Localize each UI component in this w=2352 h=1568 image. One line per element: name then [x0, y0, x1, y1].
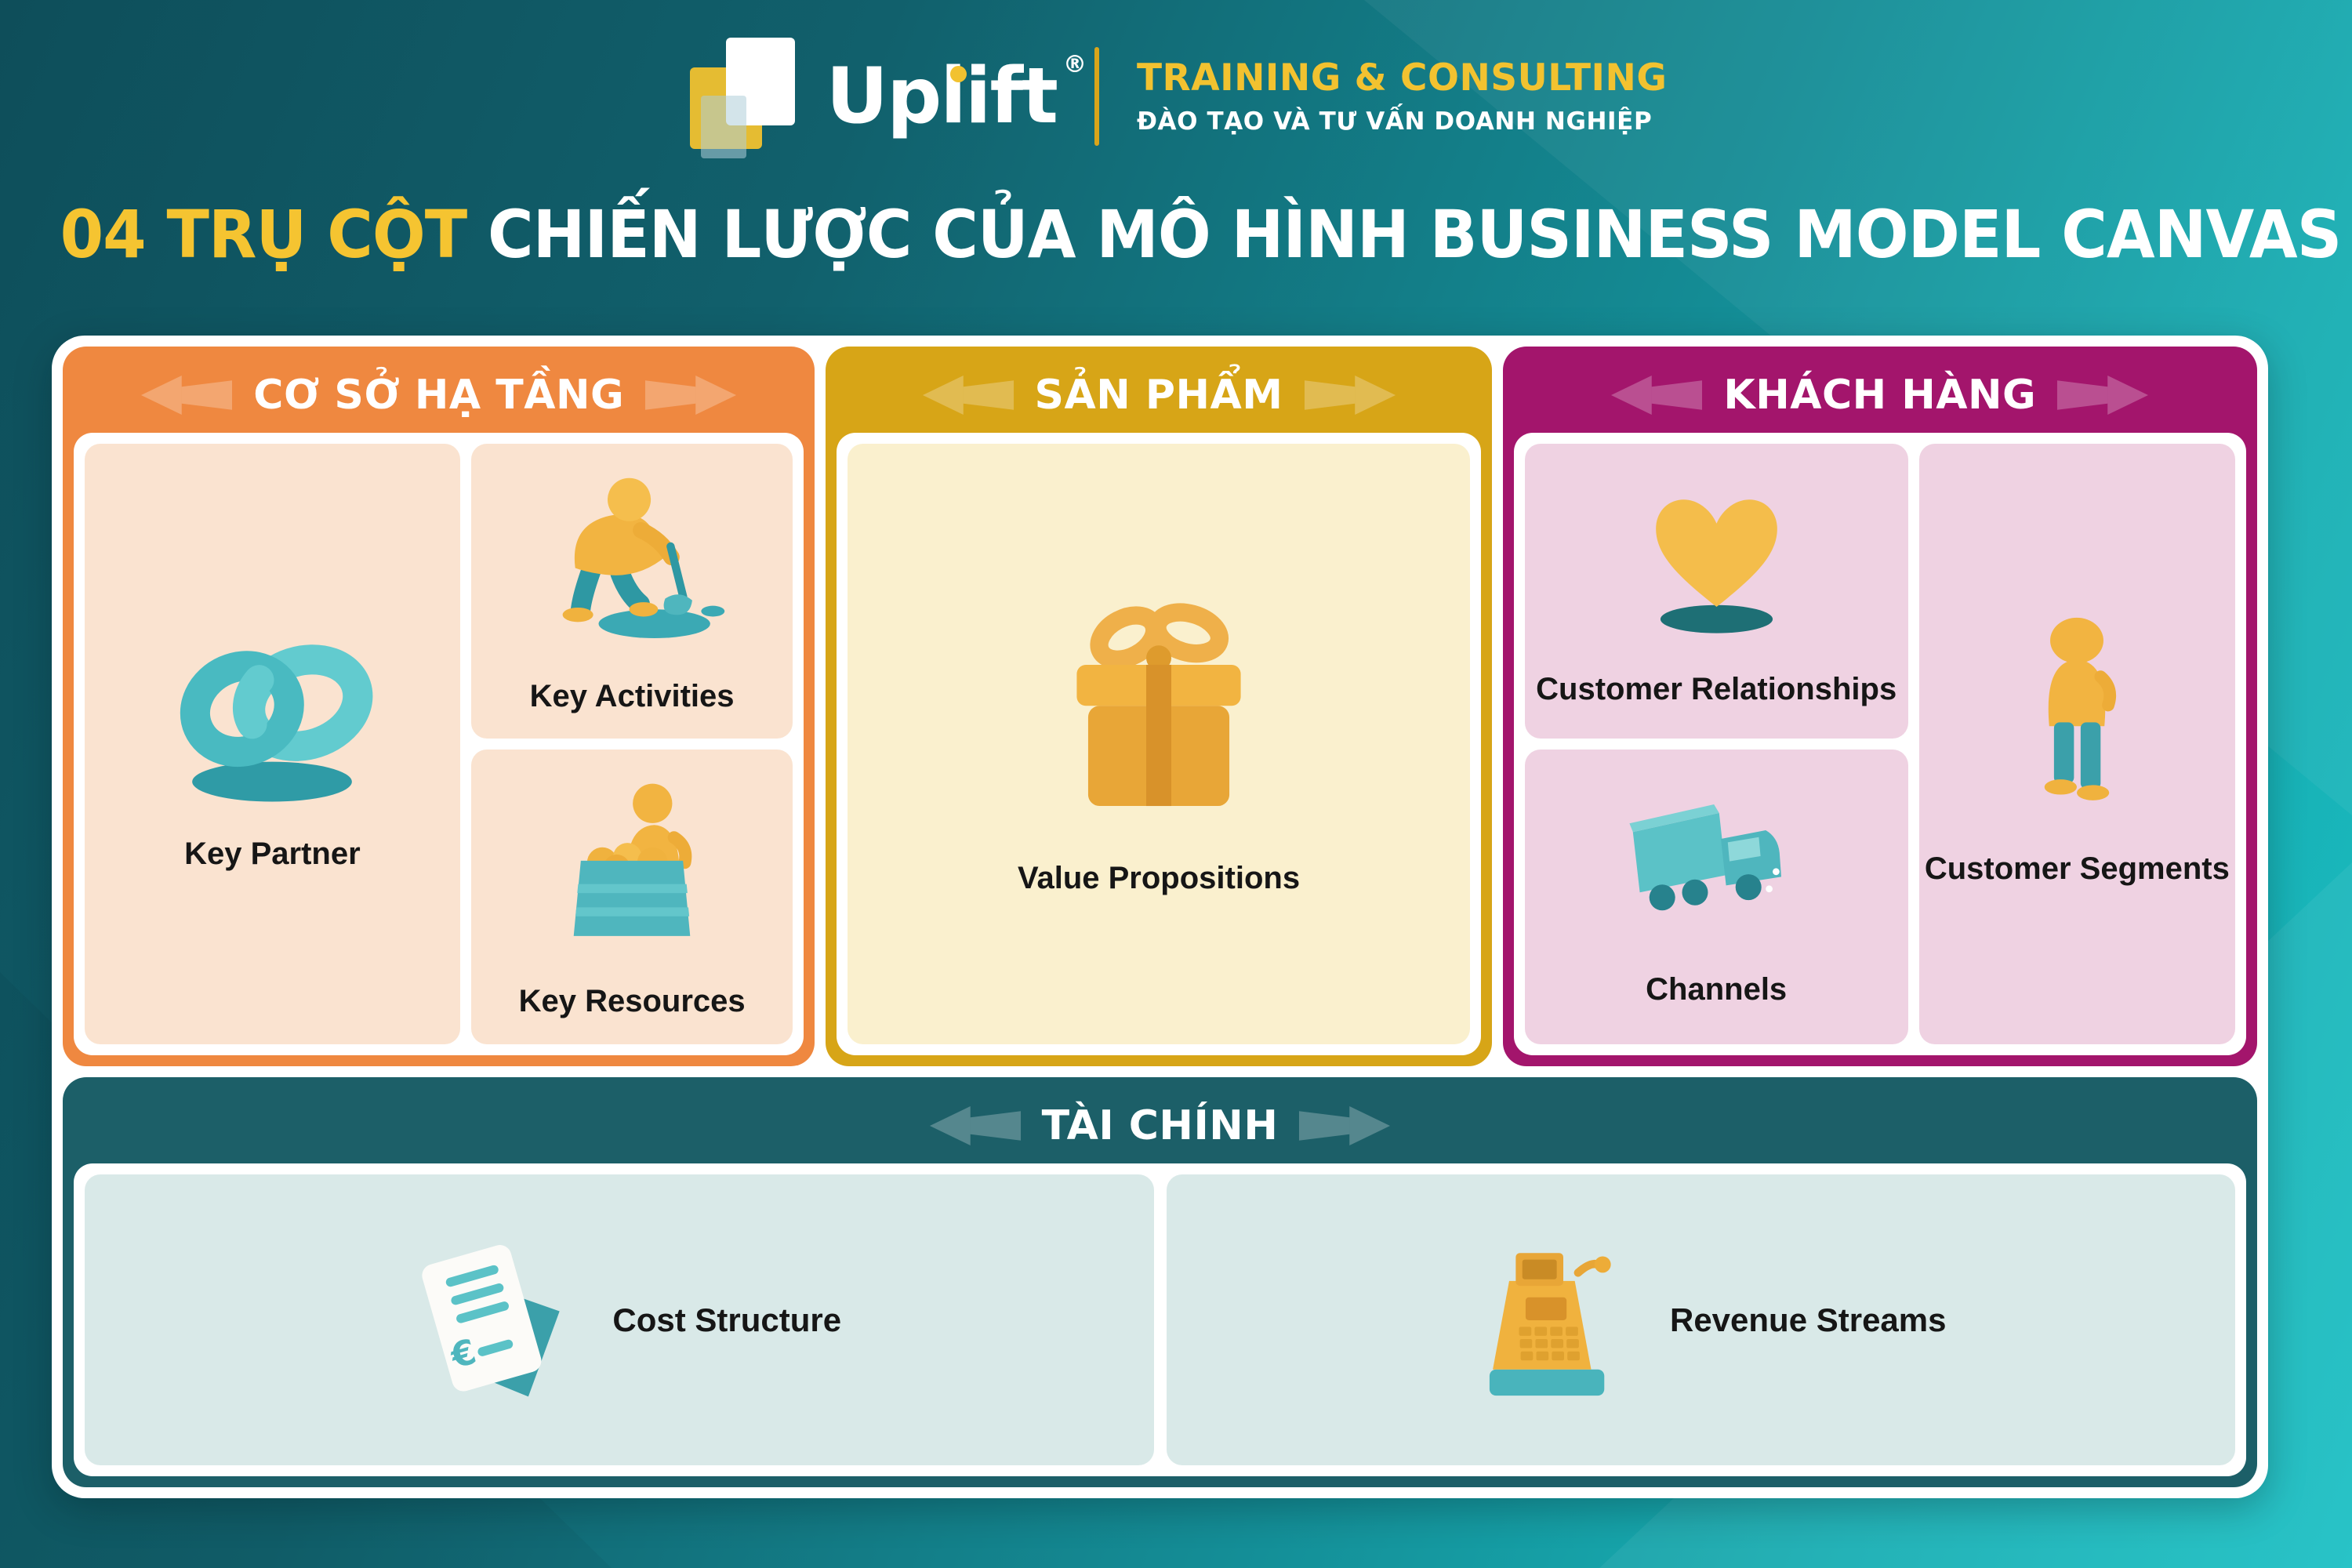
- brand-name: Uplift: [826, 51, 1058, 141]
- board-top-row: CƠ SỞ HẠ TẦNG Key Partner: [63, 347, 2258, 1066]
- panel-infrastructure-header: CƠ SỞ HẠ TẦNG: [74, 358, 804, 433]
- page-title: 04 TRỤ CỘT CHIẾN LƯỢC CỦA MÔ HÌNH BUSINE…: [0, 196, 2352, 273]
- brand-header: Uplift ® TRAINING & CONSULTING ĐÀO TẠO V…: [0, 31, 2352, 161]
- gift-box-icon: [1076, 603, 1241, 807]
- panel-product: SẢN PHẨM: [826, 347, 1492, 1066]
- cash-register-icon: [1489, 1252, 1611, 1396]
- header-arrow-right-icon: [1299, 1106, 1391, 1145]
- brand-tagline-vi: ĐÀO TẠO VÀ TƯ VẤN DOANH NGHIỆP: [1136, 107, 1653, 136]
- card-customer-segments-label: Customer Segments: [1924, 851, 2230, 886]
- card-channels: Channels: [1524, 750, 1908, 1044]
- card-key-resources-label: Key Resources: [518, 984, 746, 1018]
- panel-customer: KHÁCH HÀNG Customer Relationships: [1502, 347, 2258, 1066]
- title-rest: CHIẾN LƯỢC CỦA MÔ HÌNH BUSINESS MODEL CA…: [488, 196, 2342, 273]
- card-revenue-streams-label: Revenue Streams: [1669, 1301, 1947, 1338]
- person-digging-icon: [562, 477, 725, 638]
- person-crate-icon: [573, 783, 692, 936]
- header-arrow-right-icon: [2057, 376, 2149, 415]
- uplift-logo-icon: [685, 31, 803, 161]
- panel-finance: TÀI CHÍNH €: [63, 1077, 2257, 1487]
- card-key-partner: Key Partner: [85, 444, 460, 1044]
- card-customer-segments: Customer Segments: [1918, 444, 2236, 1044]
- panel-customer-header: KHÁCH HÀNG: [1514, 358, 2246, 433]
- header-arrow-left-icon: [1611, 376, 1703, 415]
- card-key-resources: Key Resources: [470, 750, 793, 1044]
- panel-product-label: SẢN PHẨM: [1034, 372, 1283, 419]
- panel-infrastructure-body: Key Partner: [74, 433, 804, 1055]
- panel-customer-body: Customer Relationships: [1513, 433, 2247, 1055]
- card-value-propositions: Value Propositions: [848, 444, 1470, 1044]
- person-standing-icon: [2045, 617, 2117, 800]
- header-arrow-right-icon: [1304, 376, 1396, 415]
- panel-infrastructure: CƠ SỞ HẠ TẦNG Key Partner: [63, 347, 815, 1066]
- registered-mark: ®: [1062, 50, 1087, 78]
- card-key-partner-label: Key Partner: [184, 836, 361, 871]
- panel-finance-header: TÀI CHÍNH: [74, 1088, 2246, 1163]
- card-key-activities: Key Activities: [470, 444, 793, 739]
- brand-tagline-en: TRAINING & CONSULTING: [1136, 56, 1668, 100]
- card-cost-structure: € Cost Structure: [85, 1174, 1154, 1465]
- interlocked-rings-icon: [180, 644, 373, 802]
- logo-blue-rect: [700, 96, 746, 158]
- panel-finance-label: TÀI CHÍNH: [1041, 1102, 1279, 1149]
- brand-name-wrap: Uplift ®: [826, 53, 1087, 135]
- title-highlight: 04 TRỤ CỘT: [60, 196, 468, 273]
- card-key-activities-label: Key Activities: [529, 678, 735, 713]
- page-title-text: 04 TRỤ CỘT CHIẾN LƯỢC CỦA MÔ HÌNH BUSINE…: [60, 196, 2343, 273]
- heart-icon: [1655, 499, 1777, 633]
- header-arrow-left-icon: [141, 376, 233, 415]
- logo-i-dot: [949, 65, 967, 82]
- bmc-board: CƠ SỞ HẠ TẦNG Key Partner: [52, 336, 2268, 1498]
- panel-customer-label: KHÁCH HÀNG: [1723, 372, 2037, 419]
- card-value-propositions-label: Value Propositions: [1017, 861, 1301, 895]
- card-customer-relationships: Customer Relationships: [1524, 444, 1908, 739]
- card-revenue-streams: Revenue Streams: [1166, 1174, 2235, 1465]
- panel-product-header: SẢN PHẨM: [837, 358, 1480, 433]
- truck-icon: [1629, 804, 1781, 910]
- card-cost-structure-label: Cost Structure: [612, 1301, 842, 1338]
- panel-finance-body: € Cost Structure: [74, 1163, 2246, 1476]
- card-customer-relationships-label: Customer Relationships: [1536, 672, 1897, 706]
- header-arrow-right-icon: [645, 376, 737, 415]
- panel-infrastructure-label: CƠ SỞ HẠ TẦNG: [253, 372, 625, 419]
- brand-divider: [1094, 46, 1099, 146]
- card-channels-label: Channels: [1646, 971, 1788, 1007]
- header-arrow-left-icon: [929, 1106, 1021, 1145]
- panel-product-body: Value Propositions: [837, 433, 1481, 1055]
- header-arrow-left-icon: [922, 376, 1014, 415]
- brand-taglines: TRAINING & CONSULTING ĐÀO TẠO VÀ TƯ VẤN …: [1137, 56, 1668, 136]
- receipt-icon: €: [422, 1244, 561, 1396]
